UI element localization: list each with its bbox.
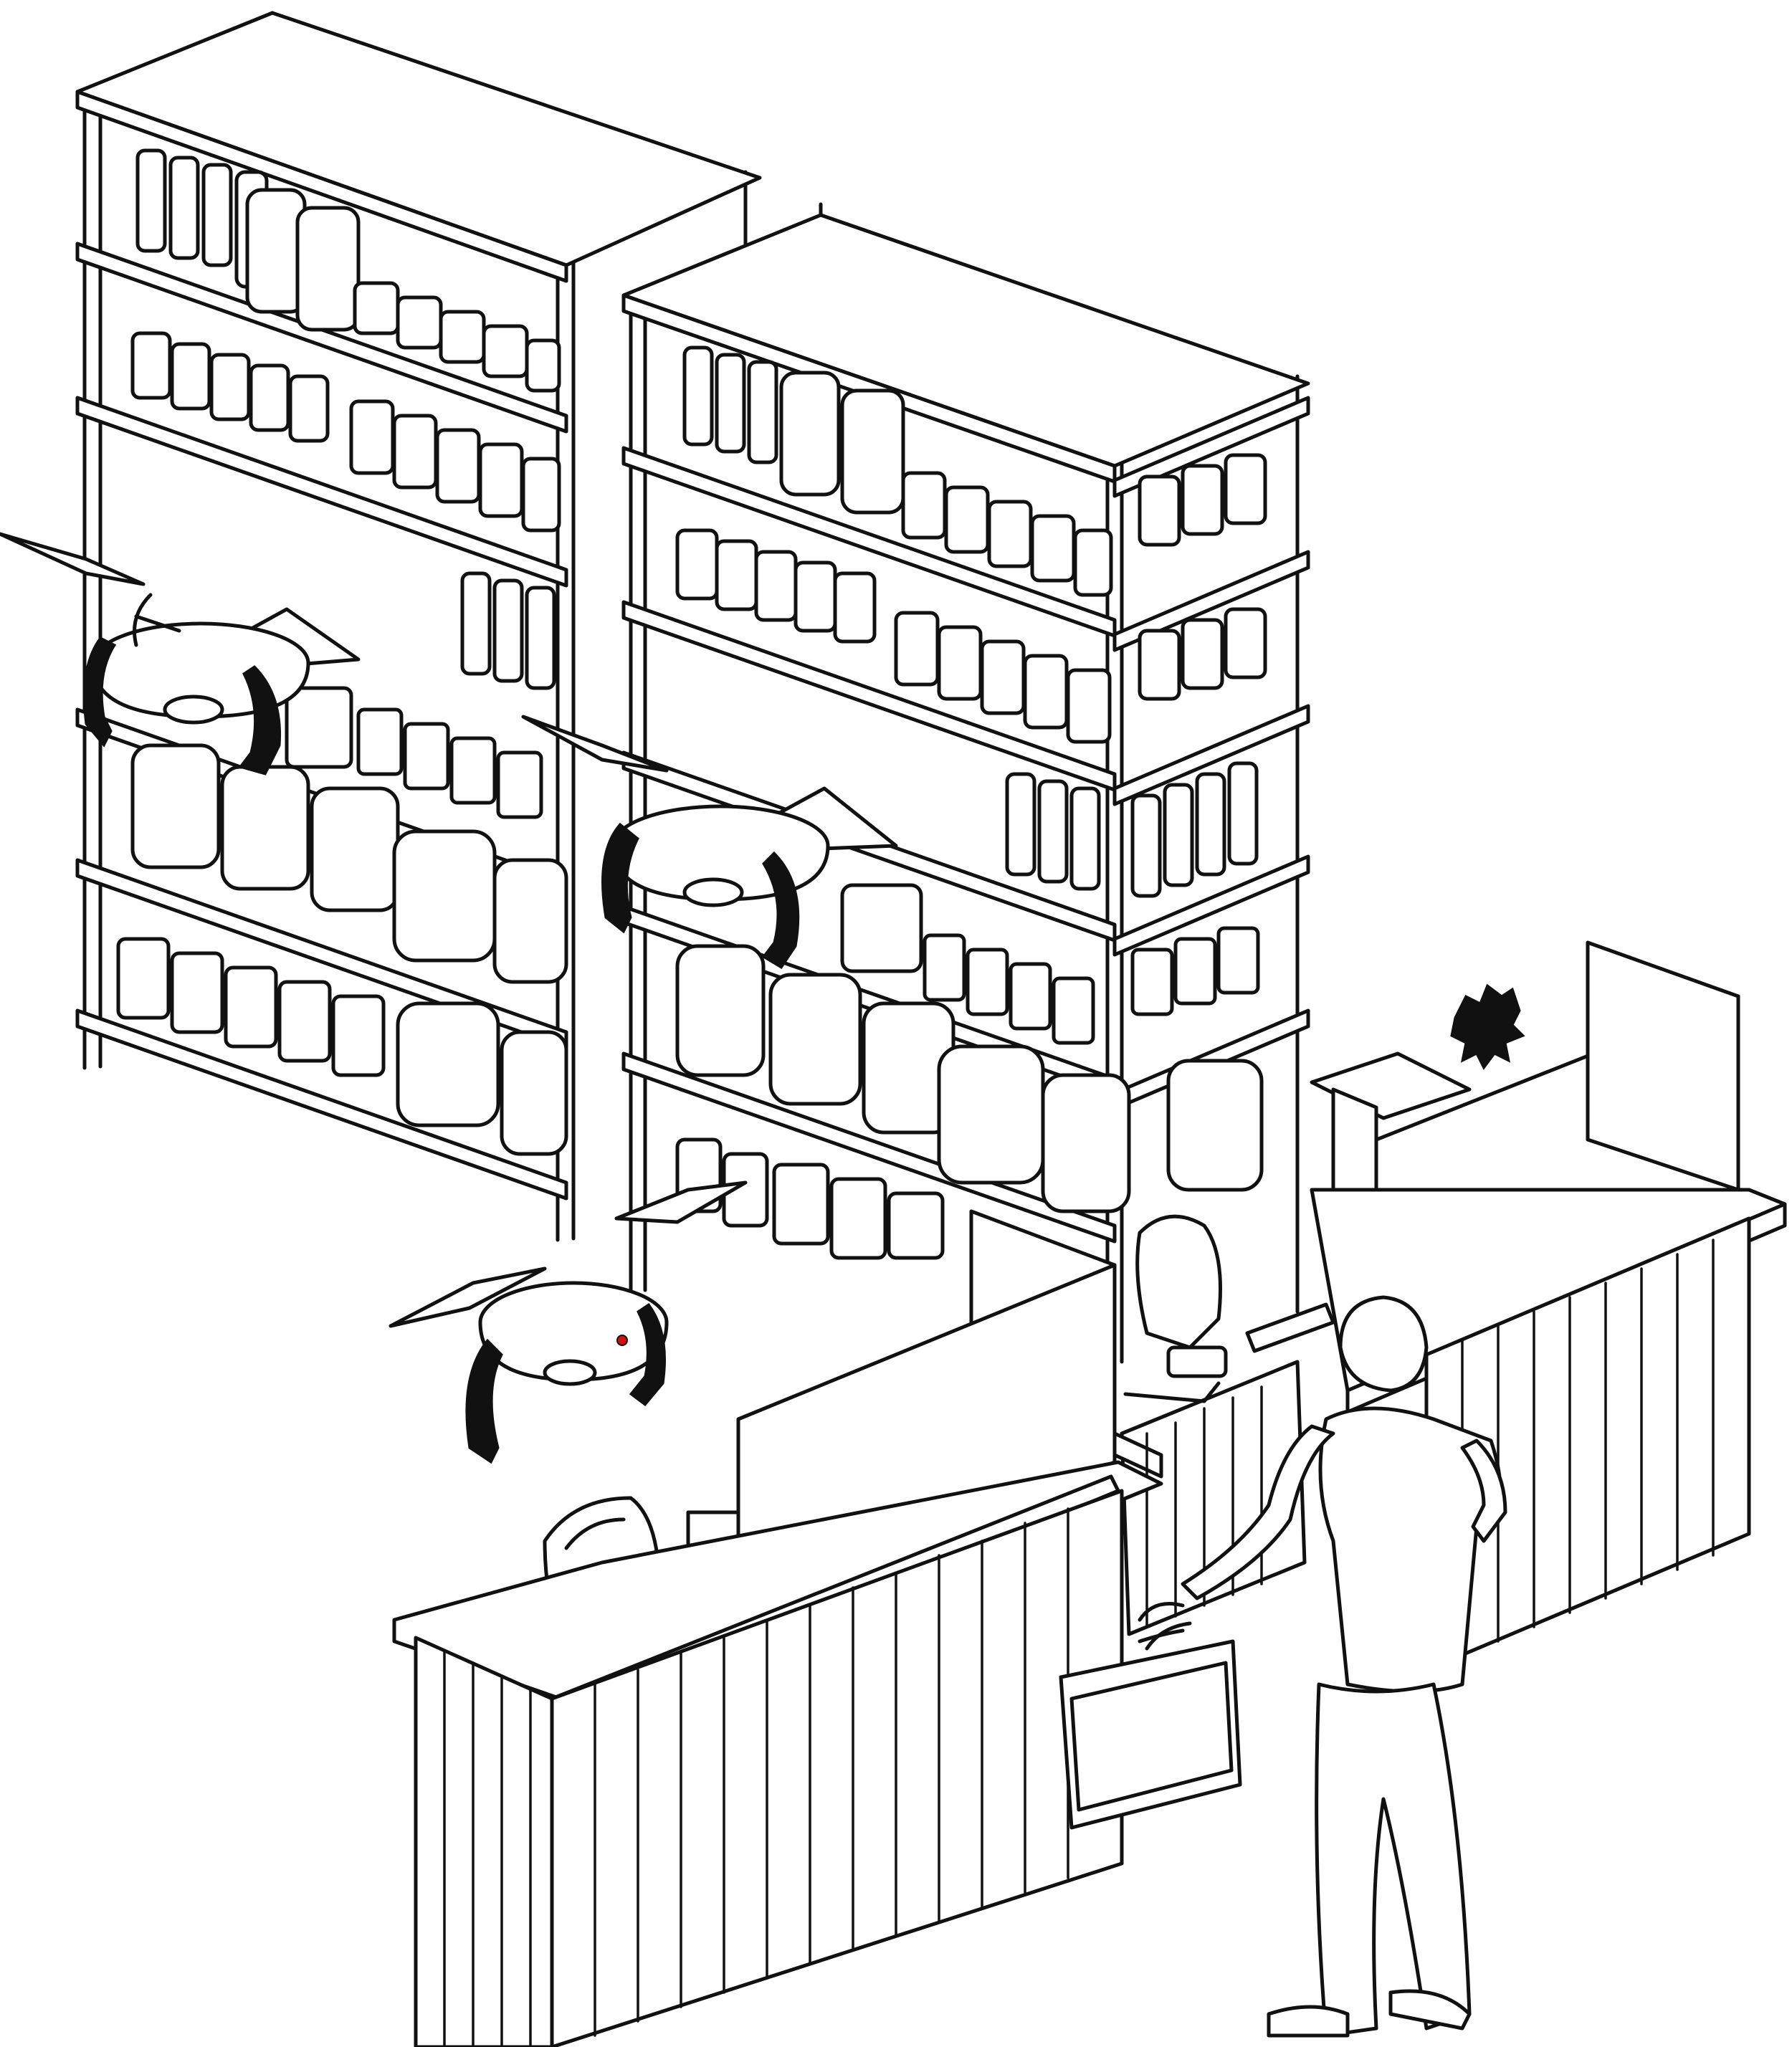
pharmacist-figure bbox=[1138, 1295, 1507, 2038]
right-shelf-bottles-third bbox=[1005, 761, 1259, 898]
person-shoe-right bbox=[1388, 1989, 1472, 2031]
left-shelf-bottles-third bbox=[460, 571, 556, 690]
right-shelving-unit bbox=[621, 202, 1310, 1364]
drone-lower-front bbox=[389, 1180, 748, 1464]
left-shelf-bottom bbox=[116, 937, 568, 1156]
middle-divider-counter bbox=[1112, 1360, 1307, 1636]
left-shelving-unit bbox=[75, 11, 762, 1242]
drone-propeller-left-mid bbox=[521, 715, 669, 773]
drone-propeller-left-low bbox=[389, 1266, 547, 1328]
left-shelf-bottles-top bbox=[135, 148, 561, 393]
right-shelf-bottles-top bbox=[682, 345, 1267, 597]
counter-side-slats bbox=[443, 1651, 532, 2047]
person-legs bbox=[1315, 1682, 1472, 2038]
briefcase-case bbox=[1059, 1621, 1242, 1830]
drone-propeller-right-low bbox=[614, 1180, 748, 1224]
right-shelf-jars-second bbox=[675, 528, 1267, 744]
left-shelf-tubs-fifth bbox=[130, 743, 568, 984]
right-shelf-tubs-fifth bbox=[675, 944, 1264, 1213]
counter-front-slats bbox=[594, 1507, 1069, 2037]
person-head bbox=[1338, 1295, 1429, 1393]
counter-top bbox=[392, 1460, 1163, 1715]
person-torso bbox=[1318, 1406, 1502, 1694]
left-shelf-boxes-fourth bbox=[285, 686, 543, 819]
person-shoe-left bbox=[1267, 2005, 1350, 2038]
person-arm-back bbox=[1460, 1438, 1507, 1543]
back-counter bbox=[1310, 1051, 1787, 1672]
person-arm-raised bbox=[1181, 1424, 1335, 1600]
counter-side-panel bbox=[414, 1636, 554, 2047]
left-shelf-jars-second bbox=[130, 331, 561, 533]
right-shelf-boxes-fourth bbox=[840, 883, 1260, 1045]
drone-indicator-light bbox=[616, 1335, 628, 1346]
office-chair-back bbox=[1123, 1214, 1335, 1403]
drone-upper-left bbox=[0, 532, 361, 776]
counter-front-panel bbox=[550, 1489, 1124, 2047]
potted-plant bbox=[1450, 983, 1525, 1070]
drone-propeller-left bbox=[0, 532, 146, 586]
drone-middle bbox=[521, 715, 898, 970]
front-reception-counter bbox=[392, 1460, 1163, 2047]
